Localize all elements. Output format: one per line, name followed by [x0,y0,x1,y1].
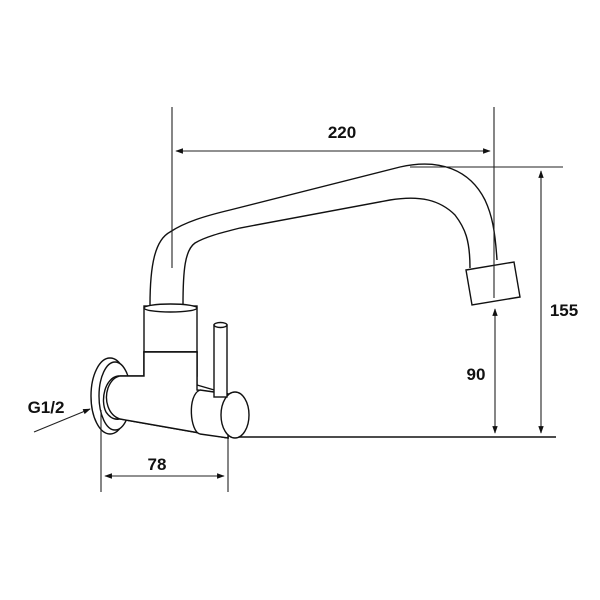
dimension-label-outlet: 90 [467,365,486,384]
spout [149,163,498,306]
dimension-label-height: 155 [550,301,578,320]
spout-collar [143,303,198,353]
lever-handle [213,321,228,398]
dimension-label-projection: 78 [148,455,167,474]
thread-leader-line [33,408,91,433]
dimension-label-reach: 220 [328,123,356,142]
thread-label: G1/2 [28,398,65,417]
handle-cylinder [190,389,250,439]
aerator [465,261,521,306]
